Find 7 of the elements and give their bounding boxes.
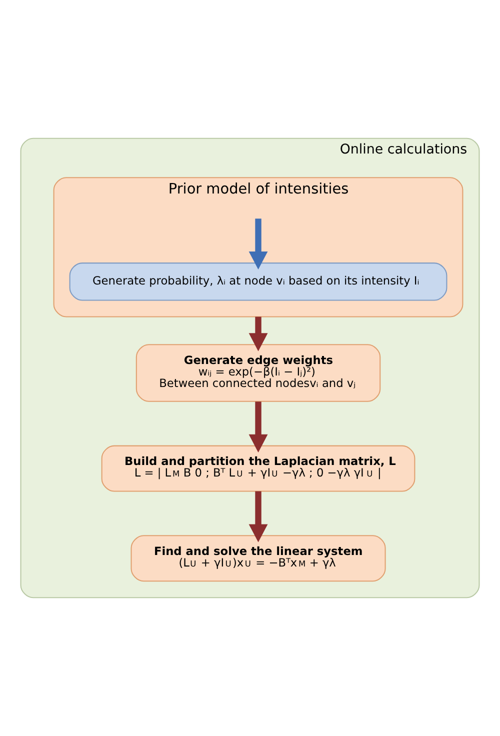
arrow bbox=[248, 491, 268, 542]
arrow bbox=[248, 218, 268, 270]
arrow bbox=[248, 316, 268, 352]
node-box: Generate probability, λᵢ at node vᵢ based on its intensity Iᵢ bbox=[69, 262, 448, 301]
arrow bbox=[248, 402, 268, 452]
node-box: Find and solve the linear system (LU + γIU)xU = −BᵀxM + γλ bbox=[130, 535, 386, 582]
node-box: Generate edge weights wᵢⱼ = exp(−β(Iᵢ − Iⱼ)²) Between connected nodesvᵢ and vⱼ bbox=[136, 344, 381, 402]
